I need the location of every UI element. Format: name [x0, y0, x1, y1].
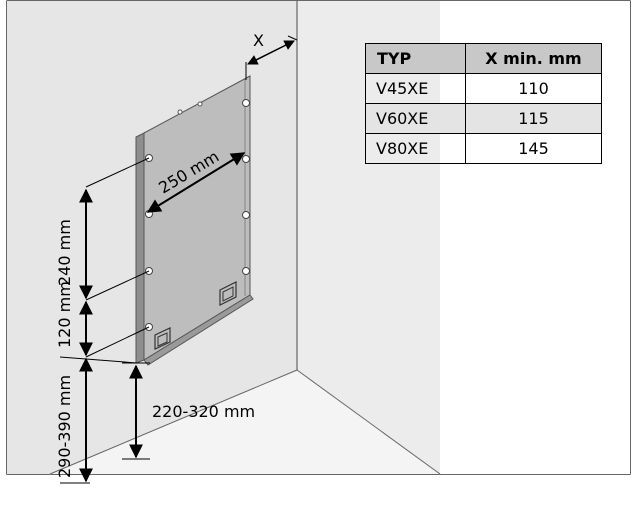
x-dimension: X: [245, 31, 298, 80]
dim-290-390-label: 290-390 mm: [55, 375, 74, 478]
table-header-x-min: X min. mm: [465, 43, 602, 74]
spec-table: TYP X min. mm V45XE 110 V60XE 115 V80XE …: [365, 43, 602, 164]
floor-line-right: [296, 369, 441, 475]
x-dimension-label: X: [253, 31, 264, 50]
table-cell-x-min: 145: [465, 133, 602, 164]
table-cell-type: V80XE: [365, 133, 466, 164]
table-row: V60XE 115: [365, 103, 602, 134]
dim-220-320-label: 220-320 mm: [152, 402, 255, 421]
table-row: V80XE 145: [365, 133, 602, 164]
table-cell-type: V45XE: [365, 73, 466, 104]
table-header-row: TYP X min. mm: [365, 43, 602, 74]
bottom-dimension: 220-320 mm: [122, 362, 255, 460]
vertical-dimensions: 240 mm 120 mm 290-390 mm: [55, 188, 93, 483]
table-header-typ: TYP: [365, 43, 466, 74]
table-cell-x-min: 115: [465, 103, 602, 134]
extension-lines: [59, 157, 150, 484]
dim-240-label: 240 mm: [55, 219, 74, 286]
table-row: V45XE 110: [365, 73, 602, 104]
dim-120-label: 120 mm: [55, 281, 74, 348]
table-cell-type: V60XE: [365, 103, 466, 134]
floor: [50, 370, 440, 474]
table-cell-x-min: 110: [465, 73, 602, 104]
mounting-panel: [135, 75, 254, 366]
